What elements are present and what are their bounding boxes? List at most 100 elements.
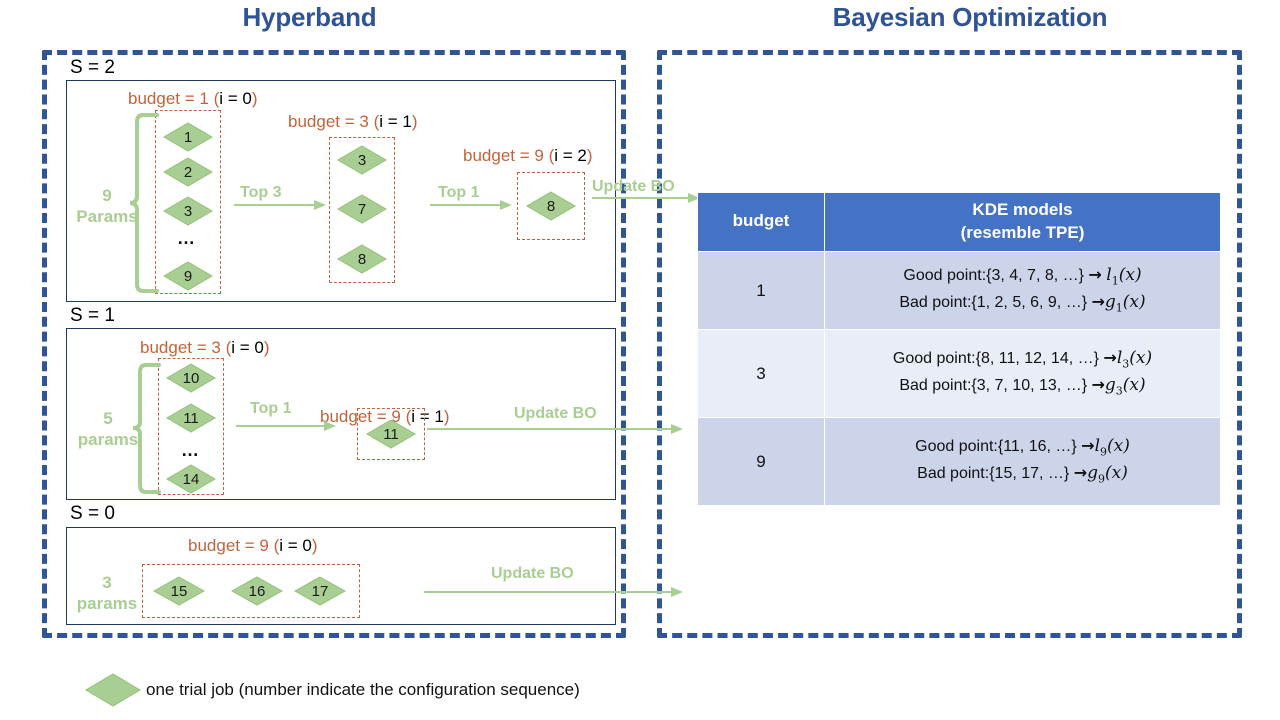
trial-number: 17	[311, 582, 329, 600]
params-label-s2: 9 Params	[72, 185, 142, 228]
bad-fn: g1(x)	[1105, 292, 1146, 314]
budget-label-s0-stage0: budget = 9 (i = 0)	[188, 536, 318, 556]
bad-point-line: Bad point:{1, 2, 5, 6, 9, …} →g1(x)	[833, 290, 1212, 317]
budget-text: budget = 3	[288, 112, 374, 131]
trial-number: 3	[183, 202, 193, 220]
trial-number: 9	[183, 267, 193, 285]
group-box-s1-stage0	[158, 358, 224, 495]
trial-number: 3	[357, 151, 367, 169]
trial-number: 8	[546, 197, 556, 215]
params-word: Params	[76, 207, 138, 227]
trial-diamond[interactable]: 15	[153, 576, 205, 606]
arrow-s1-stage0-to-stage1	[236, 421, 336, 431]
params-label-s1: 5 params	[72, 408, 144, 451]
page-title-bayesian-optimization: Bayesian Optimization	[832, 2, 1108, 32]
trial-diamond[interactable]: 3	[163, 196, 213, 226]
fn-arg: (x)	[1122, 292, 1146, 313]
trial-diamond[interactable]: 1	[163, 122, 213, 152]
good-point-line: Good point:{8, 11, 12, 14, …} →l3(x)	[833, 346, 1212, 373]
group-box-s2-stage2	[517, 172, 585, 240]
row-budget: 1	[697, 250, 825, 330]
fn-subscript: 3	[1122, 357, 1130, 371]
group-box-s0-stage0	[142, 564, 360, 618]
right-arrow-icon: →	[1088, 265, 1102, 285]
bad-point-text: Bad point:{3, 7, 10, 13, …}	[899, 377, 1092, 395]
trial-number: 15	[170, 582, 188, 600]
bad-point-line: Bad point:{15, 17, …} →g9(x)	[833, 461, 1212, 488]
kde-header-line2: (resemble TPE)	[960, 222, 1085, 242]
paren-open: (	[225, 338, 232, 357]
fn-subscript: 9	[1098, 472, 1105, 486]
row-budget: 9	[697, 416, 825, 506]
trial-diamond[interactable]: 8	[337, 244, 387, 274]
right-arrow-icon: →	[1091, 292, 1105, 312]
group-box-s1-stage1	[357, 408, 425, 460]
good-fn: l3(x)	[1116, 348, 1153, 371]
iter-text: i = 2	[554, 146, 587, 165]
table-header-kde: KDE models (resemble TPE)	[824, 192, 1221, 252]
budget-text: budget = 9	[320, 407, 406, 426]
bracket-box-s0	[66, 527, 616, 625]
good-point-text: Good point:{8, 11, 12, 14, …}	[892, 350, 1104, 368]
good-fn: l9(x)	[1094, 436, 1130, 459]
budget-label-s2-stage2: budget = 9 (i = 2)	[463, 146, 593, 166]
kde-header-line1: KDE models	[972, 200, 1073, 219]
params-word: params	[76, 594, 138, 614]
bayesian-optimization-panel	[657, 50, 1242, 638]
bracket-box-s1	[66, 328, 616, 500]
iter-text: i = 0	[231, 338, 264, 357]
paren-open: (	[213, 89, 220, 108]
fn-subscript: 3	[1115, 384, 1123, 398]
params-count: 5	[103, 409, 113, 428]
trial-diamond[interactable]: 14	[166, 464, 216, 494]
fn-letter: l	[1094, 436, 1101, 457]
row-kde-models: Good point:{8, 11, 12, 14, …} →l3(x) Bad…	[824, 328, 1221, 418]
row-kde-models: Good point:{3, 4, 7, 8, …} → l1(x) Bad p…	[824, 250, 1221, 330]
bad-point-text: Bad point:{15, 17, …}	[917, 465, 1074, 483]
arrow-s2-stage1-to-stage2	[430, 200, 512, 210]
right-arrow-icon: →	[1103, 348, 1117, 368]
group-box-s2-stage1	[329, 137, 395, 283]
params-word: params	[77, 430, 139, 450]
fn-arg: (x)	[1105, 463, 1128, 484]
trial-diamond[interactable]: 17	[294, 576, 346, 606]
bracket-label-s2: S = 2	[70, 57, 115, 78]
paren-close: )	[411, 112, 418, 131]
trial-diamond[interactable]: 7	[337, 194, 387, 224]
params-count: 3	[102, 573, 112, 592]
trial-number: 7	[357, 200, 367, 218]
budget-text: budget = 1	[128, 89, 214, 108]
bad-point-line: Bad point:{3, 7, 10, 13, …} →g3(x)	[833, 373, 1212, 400]
paren-open: (	[548, 146, 555, 165]
paren-open: (	[273, 536, 280, 555]
trial-diamond[interactable]: 9	[163, 261, 213, 291]
arrow-label-s1-top1: Top 1	[250, 400, 292, 417]
params-count: 9	[102, 186, 112, 205]
bracket-label-s1: S = 1	[70, 305, 115, 326]
budget-label-s1-stage1: budget = 9 (i = 1)	[320, 407, 450, 427]
fn-subscript: 9	[1100, 445, 1108, 459]
trial-diamond[interactable]: 11	[366, 419, 416, 449]
iter-text: i = 1	[379, 112, 412, 131]
good-point-line: Good point:{11, 16, …} →l9(x)	[833, 434, 1212, 461]
bracket-box-s2	[66, 80, 616, 302]
trial-diamond[interactable]: 3	[337, 145, 387, 175]
right-arrow-icon: →	[1073, 463, 1088, 483]
trial-diamond[interactable]: 11	[166, 403, 216, 433]
trial-diamond[interactable]: 16	[231, 576, 283, 606]
trial-diamond[interactable]: 10	[166, 363, 216, 393]
fn-subscript: 1	[1111, 274, 1119, 288]
trial-number: 11	[383, 425, 399, 443]
fn-arg: (x)	[1129, 348, 1153, 369]
good-fn: l1(x)	[1106, 265, 1141, 288]
fn-letter: l	[1116, 348, 1123, 369]
trial-number: 2	[183, 163, 193, 181]
trial-diamond[interactable]: 2	[163, 157, 213, 187]
trial-diamond[interactable]: 8	[526, 191, 576, 221]
update-bo-label-s0: Update BO	[491, 565, 574, 582]
paren-open: (	[405, 407, 412, 426]
legend-label: one trial job (number indicate the confi…	[146, 680, 580, 699]
table-row: 3 Good point:{8, 11, 12, 14, …} →l3(x) B…	[697, 328, 1221, 418]
update-bo-arrow-s0	[424, 587, 683, 597]
budget-label-s1-stage0: budget = 3 (i = 0)	[140, 338, 270, 358]
